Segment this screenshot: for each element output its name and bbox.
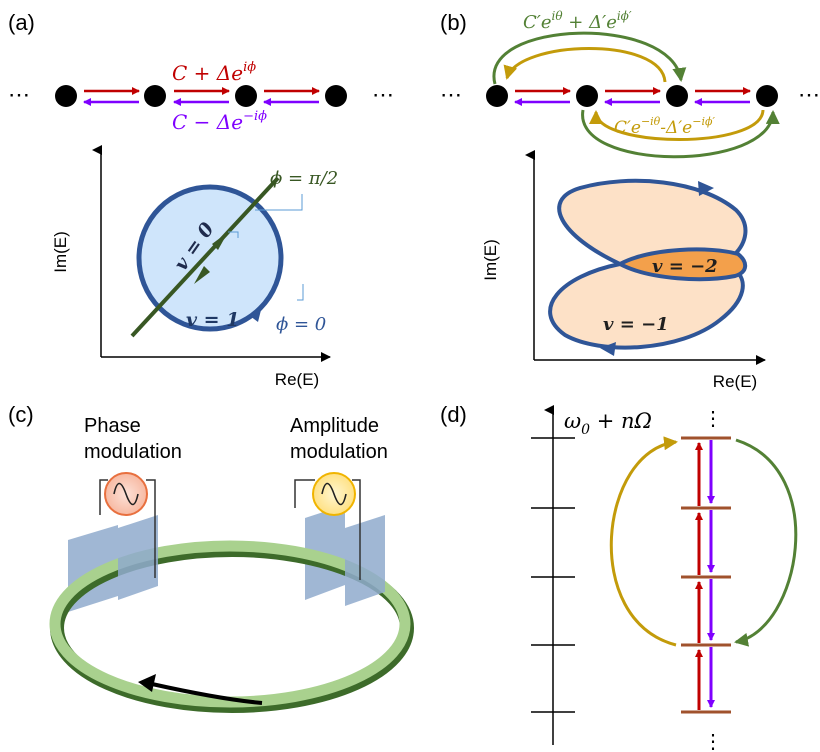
lattice-site	[756, 85, 778, 107]
panel-a: (a) ⋯ ⋯ C + Δeiϕ C − Δe−iϕ Im(E) Re(E)	[8, 10, 394, 389]
chain-ellipsis-right: ⋯	[372, 82, 394, 107]
phi-circle-label: ϕ = 0	[276, 314, 326, 335]
im-axis-label: Im(E)	[481, 239, 500, 281]
circulation-direction-arrow	[151, 682, 263, 705]
lobe-arrow-bottom	[600, 342, 616, 356]
amp-electrode-right	[345, 515, 385, 606]
phase-electrode-right	[118, 515, 158, 600]
panel-d-label: (d)	[440, 402, 467, 427]
ellipsis-bottom: ⋮	[703, 731, 723, 752]
phase-wire-right	[146, 479, 156, 578]
lobe-arrow-top	[698, 181, 714, 196]
panel-c-label: (c)	[8, 402, 34, 427]
ellipsis-top: ⋮	[703, 408, 723, 430]
amp-wire-left	[294, 479, 315, 508]
backward-hopping-label: C − Δe−iϕ	[172, 109, 267, 134]
phi-line-label: ϕ = π/2	[270, 168, 338, 189]
lattice-site	[576, 85, 598, 107]
ring-resonator	[49, 540, 411, 708]
re-axis-label: Re(E)	[713, 372, 757, 391]
chain-ellipsis-left: ⋯	[440, 82, 462, 107]
circulation-arrowhead	[138, 674, 156, 692]
sine-wave-icon	[321, 482, 347, 506]
spectrum-line	[130, 176, 280, 338]
lattice-site	[666, 85, 688, 107]
amp-electrode-left	[305, 505, 345, 600]
panel-b-label: (b)	[440, 10, 467, 35]
phi-circle-leader	[297, 284, 304, 301]
spectrum-circle	[136, 184, 284, 332]
phase-mod-label-line1: Phase	[84, 415, 141, 437]
nnn-backward-arc-top	[503, 47, 667, 83]
frequency-levels	[681, 436, 731, 714]
chain-ellipsis-left: ⋯	[8, 82, 30, 107]
winding-inner-leader	[228, 231, 239, 238]
panel-c: (c) Phase modulation Amplitude modulatio…	[8, 402, 414, 713]
winding-outer-label: v = −1	[603, 314, 669, 335]
lattice-site	[235, 85, 257, 107]
long-range-down-transition	[734, 438, 798, 647]
winding-inner-label: v = −2	[652, 256, 718, 277]
line-arrow-down	[194, 266, 210, 284]
panel-d: (d) ω0 + nΩ ⋮ ⋮	[440, 402, 798, 752]
amp-wire-right	[352, 479, 361, 580]
nnn-backward-arc	[589, 109, 765, 141]
frequency-ticks	[531, 437, 575, 713]
lattice-site	[325, 85, 347, 107]
nnn-forward-arc	[492, 31, 687, 85]
lattice-site	[486, 85, 508, 107]
amp-mod-label-line1: Amplitude	[290, 415, 379, 437]
phase-wire-left	[99, 479, 108, 515]
circle-direction-arrow	[250, 306, 262, 322]
forward-hopping-label: C + Δeiϕ	[172, 60, 256, 85]
top-arc-label: C′eiθ + Δ′eiϕ′	[523, 9, 632, 33]
im-axis-label: Im(E)	[51, 231, 70, 273]
panel-b: (b) ⋯ ⋯ C′eiθ + Δ′eiϕ′ C′e−iθ-Δ′e−iϕ′	[440, 9, 820, 391]
line-arrow-up	[212, 232, 228, 250]
lattice-site	[55, 85, 77, 107]
long-range-up-transition	[609, 436, 678, 647]
sine-wave-icon	[113, 482, 139, 506]
chain-ellipsis-right: ⋯	[798, 82, 820, 107]
frequency-axis-label: ω0 + nΩ	[564, 409, 652, 438]
amp-mod-label-line2: modulation	[290, 441, 388, 463]
phi-line-leader	[255, 194, 303, 211]
re-axis-label: Re(E)	[275, 370, 319, 389]
nnn-forward-arc-bottom	[581, 109, 780, 159]
winding-outer-label: v = 1	[186, 309, 239, 331]
panel-a-label: (a)	[8, 10, 35, 35]
bottom-arc-label: C′e−iθ-Δ′e−iϕ′	[614, 115, 715, 138]
phase-mod-label-line2: modulation	[84, 441, 182, 463]
spectrum-overlap	[615, 247, 748, 282]
lattice-site	[144, 85, 166, 107]
